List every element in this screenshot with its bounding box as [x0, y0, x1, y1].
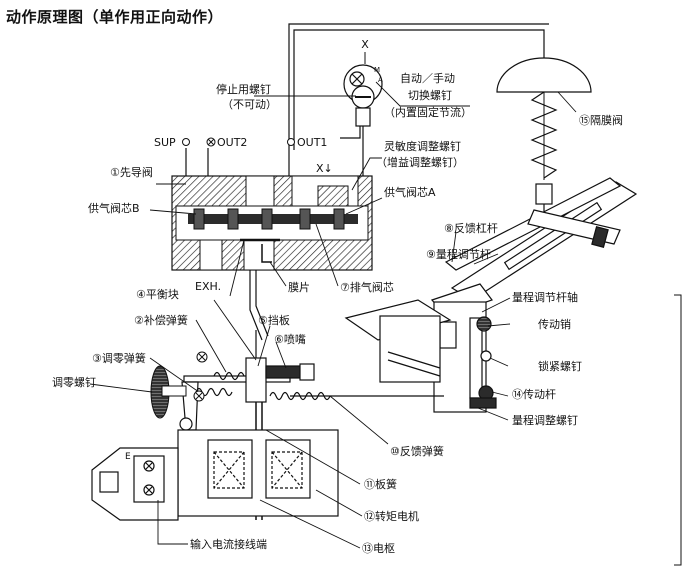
label-baffle: ⑤挡板 [258, 313, 290, 327]
label-input-terminal: 输入电流接线端 [190, 537, 267, 551]
diaphragm-valve [496, 57, 592, 226]
port-x-arrow: X↓ [316, 162, 333, 175]
label-stop-screw-sub: （不可动） [222, 98, 277, 111]
comp-spring [213, 371, 245, 381]
label-drive-rod: ⑭传动杆 [512, 387, 556, 401]
label-pilot-valve: ①先导阀 [110, 165, 153, 179]
label-lock-screw: 锁紧螺钉 [538, 359, 582, 373]
label-torque-motor: ⑫转矩电机 [364, 509, 419, 523]
range-rod [527, 209, 621, 248]
diagram-title: 动作原理图（单作用正向动作） [6, 8, 224, 26]
label-auto-manual-2: 切换螺钉 [408, 88, 452, 102]
label-drive-pin: 传动销 [538, 317, 571, 331]
label-zero-screw: 调零螺钉 [52, 376, 96, 389]
feedback-spring [269, 391, 331, 401]
port-out1: OUT1 [297, 136, 327, 149]
label-armature: ⑬电枢 [362, 541, 395, 555]
label-zero-spring: ③调零弹簧 [92, 351, 146, 365]
port-sup: SUP [154, 136, 176, 149]
label-auto-manual: 自动／手动 [400, 71, 455, 85]
side-bracket [674, 294, 682, 566]
zero-screw [150, 365, 187, 419]
label-leaf-spring: ⑪板簧 [364, 477, 397, 491]
torque-motor [177, 429, 339, 517]
port-x-top: X [361, 38, 369, 51]
lower-lever [179, 375, 444, 431]
svg-text:M: M [374, 66, 380, 74]
port-out2: OUT2 [217, 136, 247, 149]
out1-port-icon [287, 138, 295, 146]
label-sensitivity: 灵敏度调整螺钉 [384, 139, 461, 153]
label-range-rod: ⑨量程调节杆 [426, 247, 491, 261]
drive-rod-block [430, 283, 497, 413]
sup-port-icon [182, 138, 190, 146]
label-membrane: 膜片 [288, 281, 310, 294]
svg-text:A: A [378, 76, 383, 84]
label-balance-block: ④平衡块 [136, 288, 179, 301]
input-terminal [91, 447, 179, 521]
label-range-rod-shaft: 量程调节杆轴 [512, 290, 578, 304]
label-supply-a: 供气阀芯A [384, 185, 436, 199]
label-stop-screw: 停止用螺钉 [216, 82, 271, 96]
leader-lines [89, 81, 577, 549]
pilot-valve-block [171, 175, 373, 271]
label-supply-b: 供气阀芯B [88, 201, 140, 215]
label-exhaust-core: ⑦排气阀芯 [340, 280, 394, 294]
terminal-e-mark: E [125, 452, 131, 462]
auto-manual-assembly: M A [343, 64, 383, 176]
label-nozzle: ⑥喷嘴 [274, 333, 306, 346]
label-comp-spring: ②补偿弹簧 [134, 313, 188, 327]
mounting-plate [344, 299, 452, 383]
label-sensitivity-sub: （增益调整螺钉） [376, 155, 464, 169]
label-feedback-lever: ⑧反馈杠杆 [444, 221, 498, 235]
label-diaphragm-valve: ⑮隔膜阀 [579, 113, 623, 127]
label-range-screw: 量程调整螺钉 [512, 413, 578, 427]
port-exh: EXH. [195, 280, 221, 293]
label-feedback-spring: ⑩反馈弹簧 [390, 444, 444, 458]
label-auto-manual-sub: （内置固定节流） [384, 105, 472, 119]
